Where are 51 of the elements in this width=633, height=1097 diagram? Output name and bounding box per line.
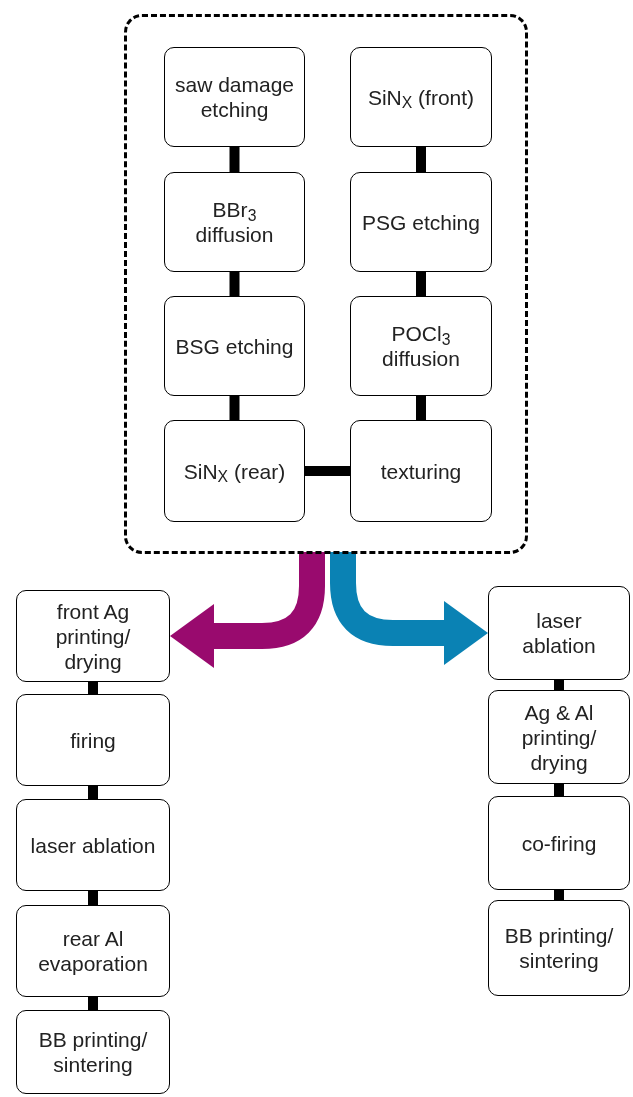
process-box (488, 586, 630, 680)
process-box (488, 690, 630, 784)
process-box (16, 1010, 170, 1094)
connector-line (229, 396, 240, 420)
process-box (16, 905, 170, 997)
connector-line (416, 272, 426, 296)
process-box (16, 799, 170, 891)
group-frame (124, 14, 528, 554)
connector-line (416, 396, 426, 420)
connector-line (554, 784, 564, 796)
step-label: rear Al evaporation (37, 926, 149, 976)
process-box (488, 900, 630, 996)
process-box (488, 796, 630, 890)
step-label: co-firing (520, 830, 598, 856)
connector-line (416, 147, 426, 172)
step-label: saw damage etching (173, 72, 296, 122)
process-box (350, 296, 492, 396)
step-label: laser ablation (521, 608, 597, 658)
step-label: Ag & Al printing/ drying (520, 699, 598, 775)
connector-line (88, 891, 98, 905)
step-label: texturing (379, 458, 463, 484)
connector-line (305, 466, 350, 476)
step-label: BSG etching (174, 333, 295, 359)
flow-arrow (170, 552, 325, 668)
connector-line (88, 682, 98, 694)
process-box (164, 296, 305, 396)
connector-line (229, 147, 240, 172)
flow-arrow (330, 552, 488, 665)
step-label: BBr$_{3}$ diffusion (194, 197, 275, 247)
process-box (164, 47, 305, 147)
step-label: PSG etching (361, 209, 481, 235)
step-label: SiN$_{X}$ (rear) (182, 458, 287, 484)
process-box (16, 590, 170, 682)
process-box (164, 420, 305, 522)
process-box (350, 47, 492, 147)
step-label: SiN$_{X}$ (front) (366, 84, 476, 110)
step-label: laser ablation (29, 832, 157, 858)
connector-line (554, 890, 564, 900)
process-box (350, 420, 492, 522)
step-label: firing (69, 727, 117, 753)
process-box (16, 694, 170, 786)
connector-line (88, 786, 98, 799)
step-label: front Ag printing/ drying (54, 598, 132, 674)
process-box (164, 172, 305, 272)
step-label: BB printing/ sintering (503, 923, 615, 973)
step-label: BB printing/ sintering (37, 1027, 149, 1077)
process-box (350, 172, 492, 272)
connector-line (88, 997, 98, 1010)
connector-line (554, 680, 564, 690)
step-label: POCl$_{3}$ diffusion (381, 321, 461, 371)
connector-line (229, 272, 240, 296)
